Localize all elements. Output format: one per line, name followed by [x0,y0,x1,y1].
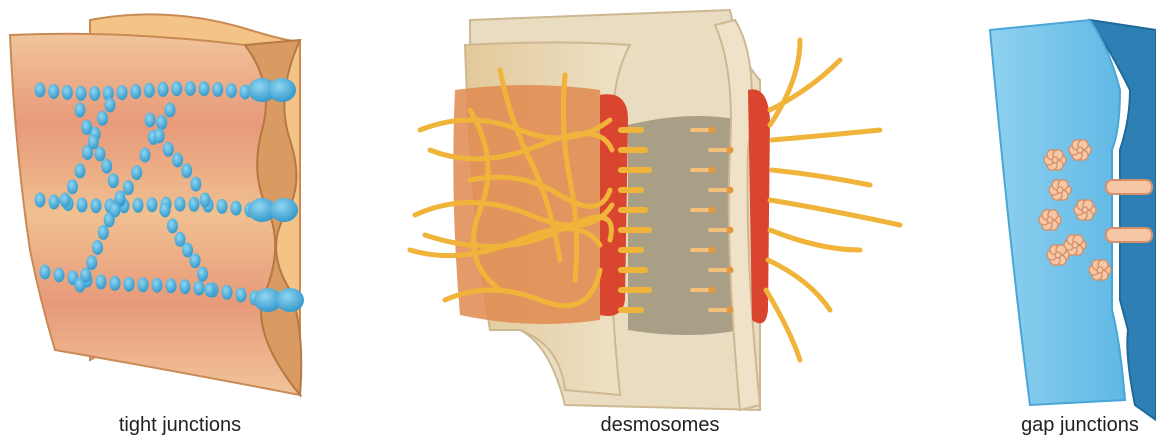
desmosome-illustration [410,10,900,410]
tight-junction-illustration [10,14,304,395]
gap-junction-illustration [990,20,1156,420]
gap-junctions-label: gap junctions [1010,412,1150,438]
tight-junctions-label: tight junctions [110,412,250,438]
desmosomes-label: desmosomes [590,412,730,438]
